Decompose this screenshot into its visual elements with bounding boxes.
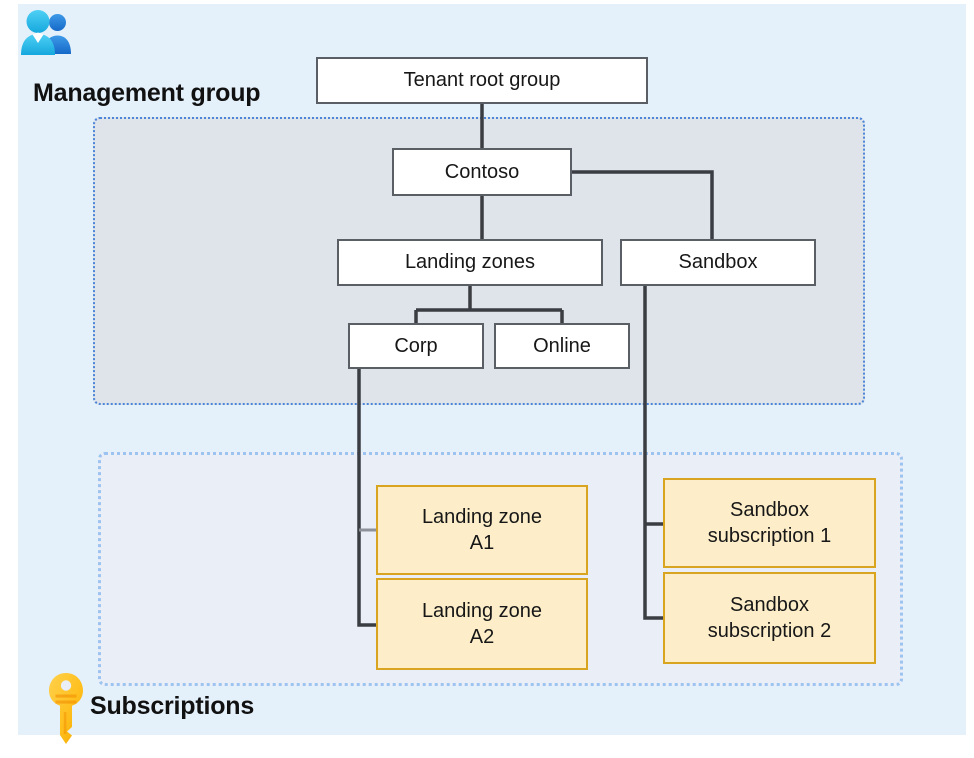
node-label: Landing zones [404, 251, 536, 274]
node-contoso[interactable]: Contoso [392, 148, 572, 196]
people-icon [18, 8, 76, 58]
node-sandbox-subscription-1[interactable]: Sandbox subscription 1 [663, 478, 876, 568]
node-label-line1: Sandbox [730, 593, 809, 616]
node-label-line1: Sandbox [730, 498, 809, 521]
node-sandbox-subscription-2[interactable]: Sandbox subscription 2 [663, 572, 876, 664]
node-corp[interactable]: Corp [348, 323, 484, 369]
node-label: Online [533, 334, 591, 357]
node-landing-zone-a1[interactable]: Landing zone A1 [376, 485, 588, 575]
node-label-line2: A1 [469, 532, 495, 554]
node-label-line2: subscription 2 [707, 620, 832, 642]
key-icon [42, 672, 90, 746]
node-landing-zones[interactable]: Landing zones [337, 239, 603, 286]
node-label-line1: Landing zone [421, 505, 543, 528]
node-label-line1: Landing zone [421, 599, 543, 622]
node-tenant-root-group[interactable]: Tenant root group [316, 57, 648, 104]
node-label: Sandbox [678, 251, 758, 274]
node-label-line2: A2 [469, 626, 495, 648]
node-online[interactable]: Online [494, 323, 630, 369]
node-label: Corp [394, 334, 438, 357]
node-label-line2: subscription 1 [707, 525, 832, 547]
node-sandbox[interactable]: Sandbox [620, 239, 816, 286]
node-label: Contoso [444, 160, 520, 183]
management-group-caption: Management group [33, 79, 261, 107]
node-label: Tenant root group [403, 69, 561, 92]
subscriptions-caption: Subscriptions [90, 692, 255, 720]
node-landing-zone-a2[interactable]: Landing zone A2 [376, 578, 588, 670]
